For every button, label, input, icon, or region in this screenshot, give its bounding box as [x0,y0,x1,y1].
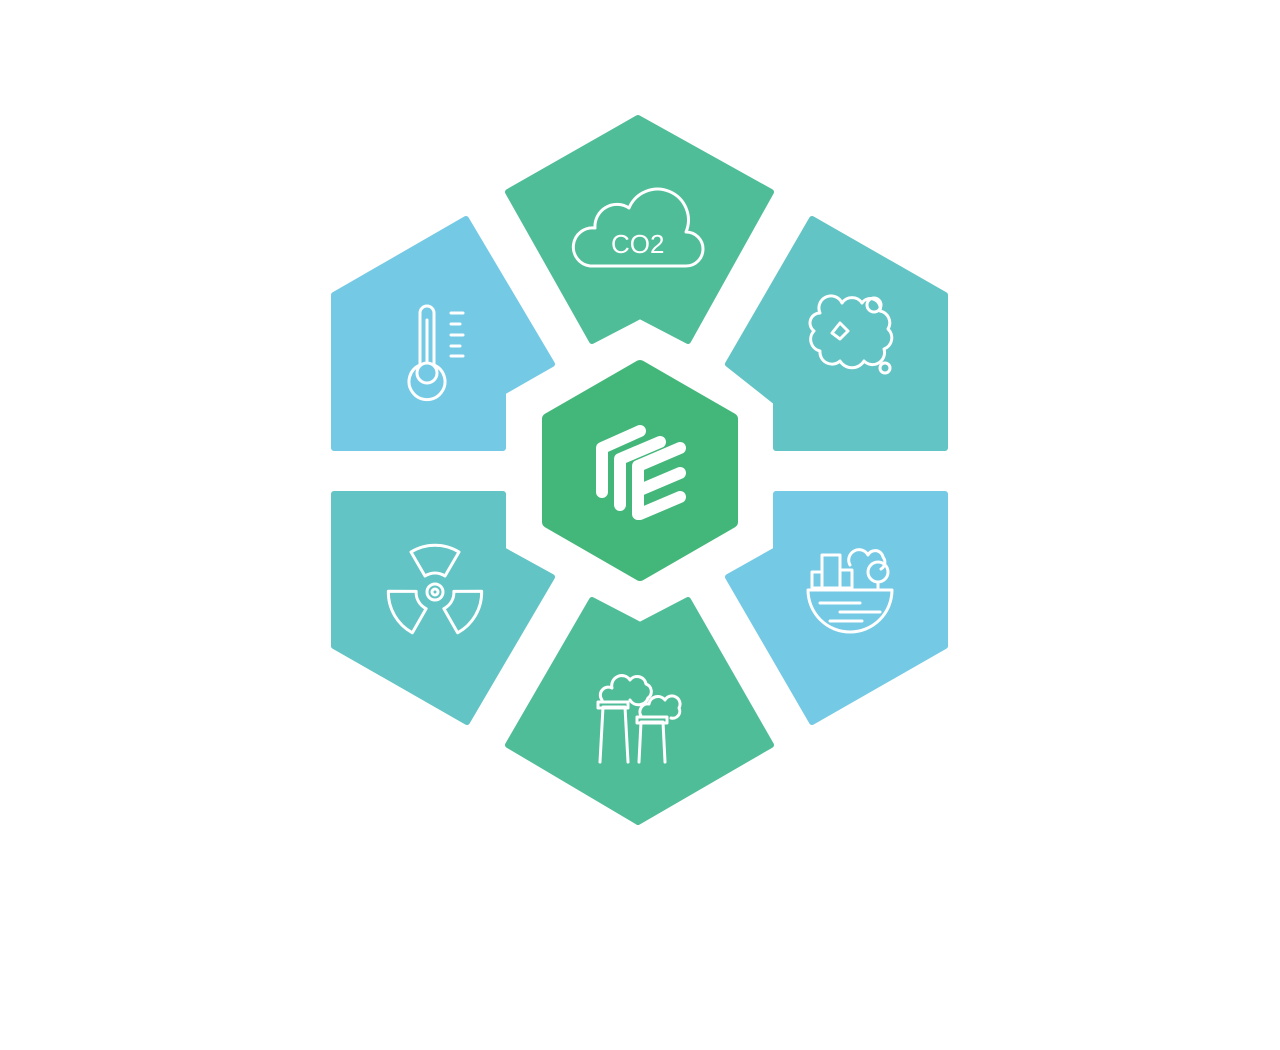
co2-cloud-icon: CO2 [571,187,705,268]
smog-cloud-icon [808,294,894,375]
factory-smokestacks-icon [596,674,682,764]
segment-bottom-right [725,491,948,725]
thermometer-icon [407,304,465,402]
co2-label: CO2 [611,229,664,259]
segment-top [505,115,774,344]
segment-top-left [331,216,555,451]
radiation-icon [386,543,484,635]
segment-top-right [725,216,948,451]
center-logo-icon [596,425,686,520]
city-landscape-icon [806,548,894,634]
